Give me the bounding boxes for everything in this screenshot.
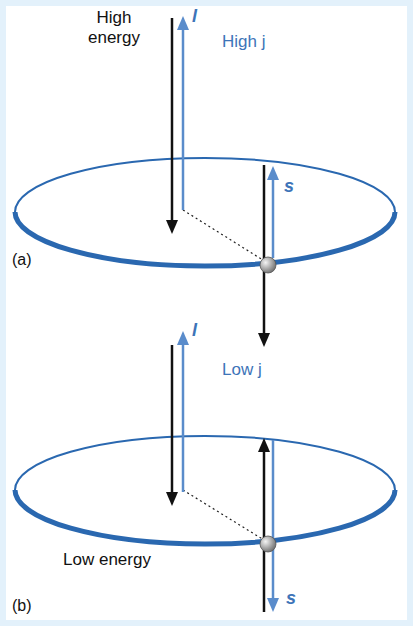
energy-label: Low energy — [62, 550, 152, 570]
panel-label: (a) — [12, 250, 52, 269]
radius-dotted-line — [183, 210, 266, 262]
arrow-head — [267, 166, 279, 180]
spin-moment-arrow — [263, 452, 266, 612]
orbit-front — [15, 490, 395, 544]
energy-label: High energy — [72, 8, 156, 49]
arrow-head — [177, 16, 189, 30]
magnetic-moment-arrow — [171, 18, 174, 222]
orbital-momentum-arrow — [182, 345, 185, 492]
vector-symbol: s — [284, 176, 304, 198]
orbit-back — [15, 436, 395, 490]
radius-dotted-line — [183, 490, 264, 540]
arrow-head — [258, 438, 270, 452]
vector-symbol: l — [192, 6, 212, 28]
arrow-head — [177, 331, 189, 345]
electron-ball — [260, 257, 276, 273]
orbital-momentum-arrow — [182, 30, 185, 210]
spin-arrow — [272, 180, 275, 258]
spin-moment-arrow — [263, 165, 266, 335]
panel-label: (b) — [12, 596, 52, 615]
vector-symbol: s — [286, 588, 306, 610]
arrow-head — [166, 220, 178, 234]
orbit-front — [15, 212, 395, 266]
vector-label: Low j — [222, 360, 302, 380]
spin-arrow — [272, 440, 275, 598]
magnetic-moment-arrow — [171, 345, 174, 494]
panel-ground — [6, 6, 407, 620]
arrow-head — [258, 333, 270, 347]
orbit-back — [15, 158, 395, 212]
vector-symbol: l — [192, 320, 212, 342]
arrow-head — [166, 492, 178, 506]
arrow-head — [267, 598, 279, 612]
electron-ball — [260, 536, 276, 552]
vector-label: High j — [222, 32, 302, 52]
